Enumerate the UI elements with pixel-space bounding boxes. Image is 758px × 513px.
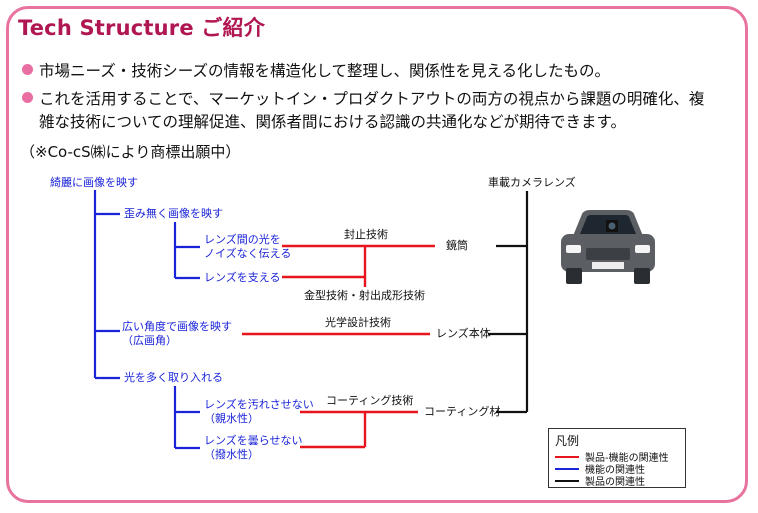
product-function-lines	[242, 244, 435, 449]
component-lens-body: レンズ本体	[436, 327, 491, 340]
bullet-2-continuation: 雑な技術についての理解促進、関係者間における認識の共通化などが期待できます。	[39, 113, 626, 131]
legend-item-product-function: 製品-機能の関連性	[555, 449, 669, 464]
bullet-dot-icon	[22, 64, 33, 75]
trademark-note: （※Co-cS㈱により商標出願中）	[20, 143, 241, 161]
function-antidirt: レンズを汚れさせない （親水性）	[204, 398, 314, 425]
tech-sealing: 封止技術	[344, 228, 388, 241]
function-light-intake: 光を多く取り入れる	[124, 371, 223, 384]
component-coating-material: コーティング材	[424, 405, 501, 418]
legend-title: 凡例	[555, 434, 580, 448]
legend-item-product: 製品の関連性	[555, 473, 645, 488]
function-root: 綺麗に画像を映す	[50, 176, 138, 189]
legend: 凡例 製品-機能の関連性 機能の関連性 製品の関連性	[548, 428, 686, 488]
page-title: Tech Structure ご紹介	[18, 16, 265, 40]
tech-coating: コーティング技術	[326, 394, 414, 407]
red-line-swatch-icon	[555, 456, 579, 458]
tech-molding: 金型技術・射出成形技術	[304, 289, 425, 302]
function-noise: レンズ間の光を ノイズなく伝える	[204, 233, 292, 260]
car-icon	[561, 210, 655, 284]
bullet-2: これを活用することで、マーケットイン・プロダクトアウトの両方の視点から課題の明確…	[22, 88, 704, 111]
function-support: レンズを支える	[204, 271, 281, 284]
function-tree-lines	[93, 190, 200, 450]
component-barrel: 鏡筒	[446, 239, 468, 252]
blue-line-swatch-icon	[555, 468, 579, 470]
bullet-1: 市場ニーズ・技術シーズの情報を構造化して整理し、関係性を見える化したもの。	[22, 60, 610, 83]
function-distortion: 歪み無く画像を映す	[124, 207, 223, 220]
legend-item-function: 機能の関連性	[555, 461, 645, 476]
function-antifog: レンズを曇らせない （撥水性）	[204, 434, 303, 461]
function-wide-angle: 広い角度で画像を映す （広画角）	[122, 320, 232, 347]
product-tree-lines	[488, 191, 529, 414]
tech-optical: 光学設計技術	[325, 316, 391, 329]
bullet-dot-icon	[22, 92, 33, 103]
product-label: 車載カメラレンズ	[488, 176, 576, 189]
black-line-swatch-icon	[555, 480, 579, 482]
content-frame	[6, 6, 748, 503]
